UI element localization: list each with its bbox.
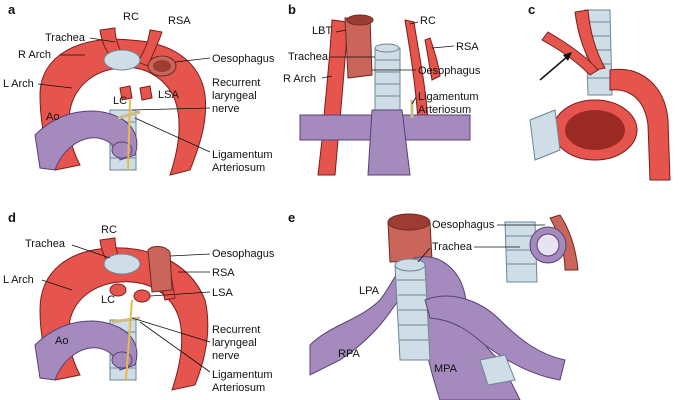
label-ao: Ao: [46, 111, 59, 123]
panel-e-labels: Oesophagus Trachea LPA RPA MPA: [338, 219, 545, 375]
label-b-lbt: LBT: [312, 25, 332, 37]
panel-d-labels: RC Trachea Oesophagus RSA L Arch LC LSA …: [3, 224, 275, 394]
label-oesophagus: Oesophagus: [212, 53, 275, 65]
panel-d: d RC Trachea Oesophagus RSA: [3, 210, 275, 394]
label-d-trachea: Trachea: [25, 238, 66, 250]
label-d-arteriosum: Arteriosum: [212, 382, 265, 394]
panel-b-illustration: [299, 14, 471, 176]
label-e-oesophagus: Oesophagus: [432, 219, 495, 231]
panel-b-letter: b: [288, 2, 296, 17]
label-d-recurrent: Recurrent: [212, 324, 260, 336]
label-r-arch: R Arch: [18, 49, 51, 61]
label-d-oesophagus: Oesophagus: [212, 248, 275, 260]
panel-c: c: [528, 2, 671, 181]
label-d-laryngeal: laryngeal: [212, 337, 257, 349]
panel-b-labels: LBT RC Trachea RSA R Arch Oesophagus Lig…: [283, 15, 481, 116]
label-b-oesophagus: Oesophagus: [418, 65, 481, 77]
panel-c-arrow: [539, 52, 572, 81]
panel-d-letter: d: [8, 210, 16, 225]
label-rsa: RSA: [168, 15, 191, 27]
label-ligamentum: Ligamentum: [212, 149, 273, 161]
label-nerve: nerve: [212, 103, 240, 115]
label-lc: LC: [113, 95, 127, 107]
panel-b: b LBT RC Trachea RSA R Arch: [283, 2, 481, 176]
panel-a: a RC RSA Trachea: [3, 2, 275, 176]
label-arteriosum: Arteriosum: [212, 162, 265, 174]
label-b-arteriosum: Arteriosum: [418, 104, 471, 116]
label-b-r-arch: R Arch: [283, 73, 316, 85]
label-d-rc: RC: [101, 224, 117, 236]
panel-a-letter: a: [8, 2, 16, 17]
label-rc: RC: [123, 11, 139, 23]
label-trachea: Trachea: [45, 32, 86, 44]
label-d-l-arch: L Arch: [3, 274, 34, 286]
label-d-nerve: nerve: [212, 350, 240, 362]
label-d-ao: Ao: [55, 335, 68, 347]
label-e-lpa: LPA: [359, 285, 380, 297]
panel-a-illustration: [34, 27, 207, 176]
label-lsa: LSA: [158, 89, 179, 101]
label-d-ligamentum: Ligamentum: [212, 369, 273, 381]
panel-a-labels: RC RSA Trachea R Arch Oesophagus L Arch …: [3, 11, 275, 174]
panel-e-illustration: [309, 213, 579, 400]
label-b-trachea: Trachea: [288, 51, 329, 63]
label-d-lsa: LSA: [212, 287, 233, 299]
label-e-mpa: MPA: [434, 363, 458, 375]
label-l-arch: L Arch: [3, 78, 34, 90]
label-laryngeal: laryngeal: [212, 90, 257, 102]
label-recurrent: Recurrent: [212, 77, 260, 89]
panel-c-illustration: [529, 9, 671, 181]
label-e-rpa: RPA: [338, 348, 360, 360]
panel-d-illustration: [34, 237, 209, 391]
label-d-lc: LC: [101, 294, 115, 306]
panel-e-letter: e: [288, 210, 295, 225]
label-b-rsa: RSA: [456, 41, 479, 53]
panel-e: e Oesophagus: [288, 210, 579, 400]
label-b-ligamentum: Ligamentum: [418, 91, 479, 103]
label-e-trachea: Trachea: [432, 241, 473, 253]
label-d-rsa: RSA: [212, 267, 235, 279]
label-b-rc: RC: [420, 15, 436, 27]
panel-c-letter: c: [528, 2, 535, 17]
